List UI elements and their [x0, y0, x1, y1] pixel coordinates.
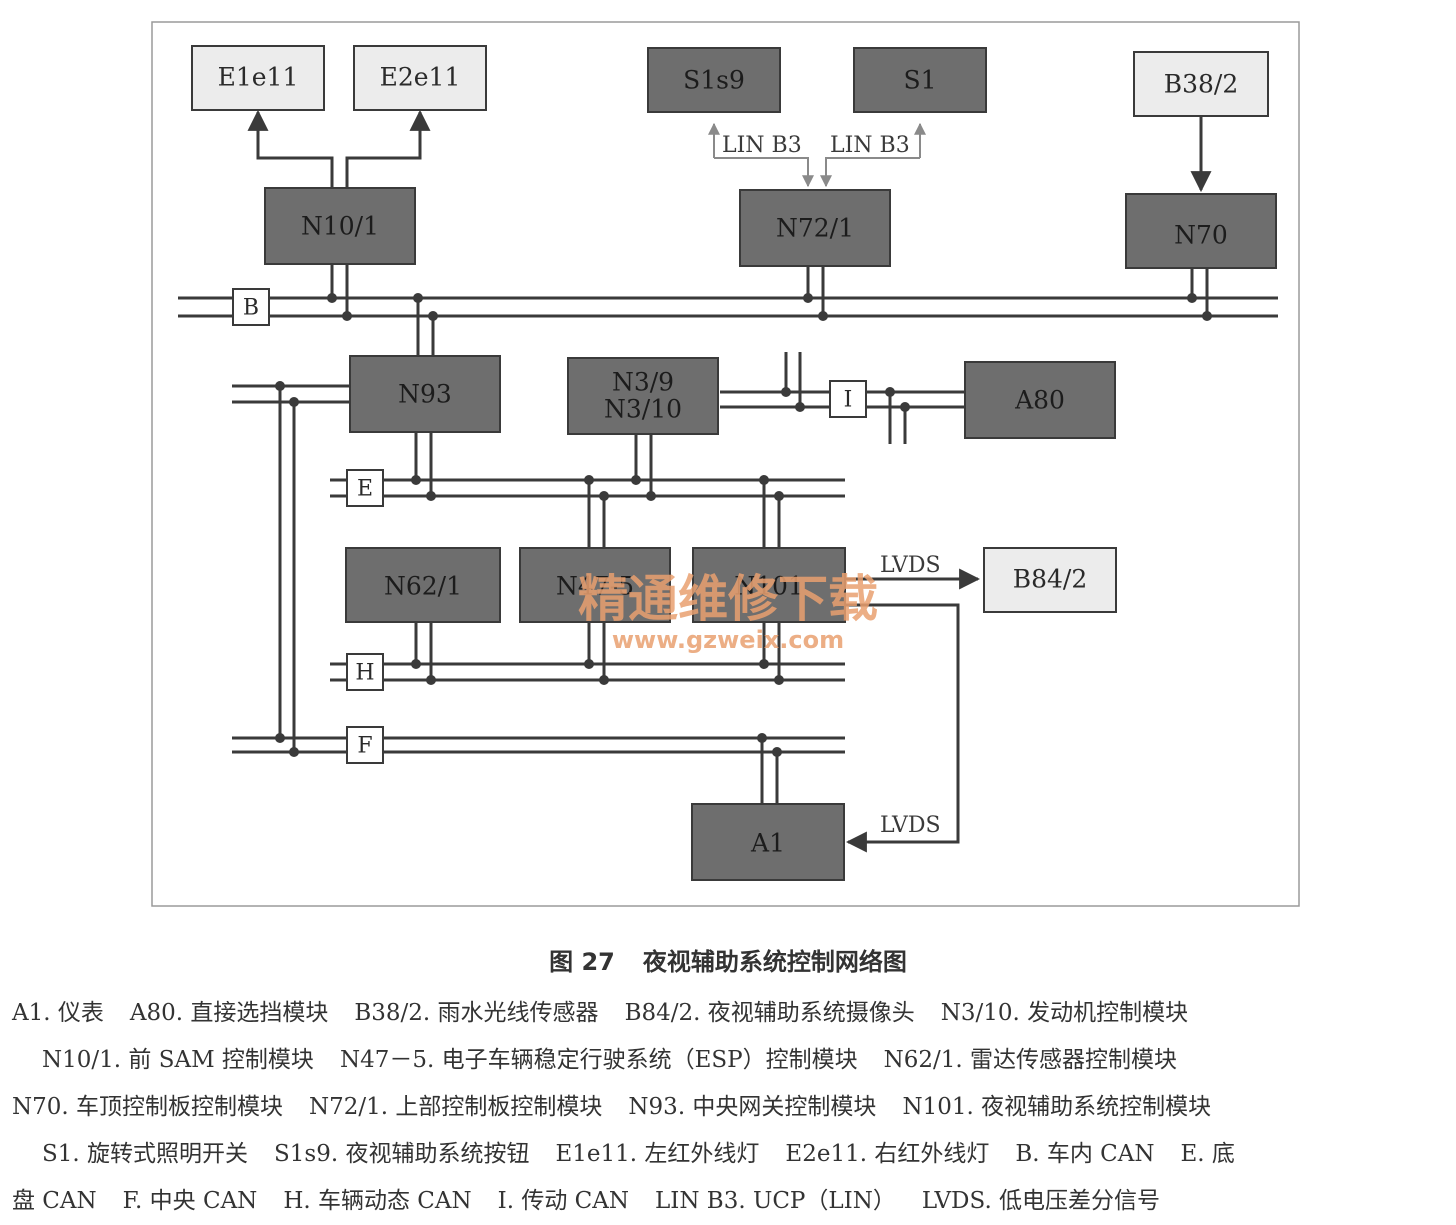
legend-item: 盘 CAN — [12, 1188, 97, 1214]
module-e1e11-label: E1e11 — [218, 63, 299, 92]
legend-item: H. 车辆动态 CAN — [283, 1188, 472, 1214]
legend-item: N10/1. 前 SAM 控制模块 — [42, 1047, 314, 1073]
module-n72-1-label: N72/1 — [776, 214, 854, 243]
lin-b3-label-left: LIN B3 — [722, 133, 802, 158]
watermark-url: www.gzweix.com — [612, 626, 844, 654]
legend-item: S1s9. 夜视辅助系统按钮 — [274, 1141, 530, 1167]
module-b84-2-label: B84/2 — [1013, 565, 1088, 594]
legend-item: LVDS. 低电压差分信号 — [921, 1188, 1161, 1214]
module-s1s9-label: S1s9 — [683, 66, 745, 95]
legend-item: S1. 旋转式照明开关 — [42, 1141, 249, 1167]
module-n101: N101 — [692, 547, 846, 623]
module-n47-5-label: N47-5 — [556, 572, 634, 601]
legend-line: N70. 车顶控制板控制模块 N72/1. 上部控制板控制模块 N93. 中央网关控… — [12, 1084, 1444, 1131]
module-e1e11: E1e11 — [191, 45, 325, 111]
legend-item: B. 车内 CAN — [1015, 1141, 1155, 1167]
module-b84-2: B84/2 — [983, 547, 1117, 613]
legend-item: I. 传动 CAN — [497, 1188, 629, 1214]
lin-b3-label-right: LIN B3 — [830, 133, 910, 158]
network-diagram: E1e11 E2e11 B38/2 B84/2 S1s9 S1 N10/1 — [151, 21, 1300, 907]
module-n10-1-label: N10/1 — [301, 212, 379, 241]
legend-item: A1. 仪表 — [12, 1000, 104, 1026]
legend-line: A1. 仪表 A80. 直接选挡模块 B38/2. 雨水光线传感器 B84/2. 夜视… — [12, 990, 1444, 1037]
module-a1-label: A1 — [750, 829, 785, 858]
legend-item: N47－5. 电子车辆稳定行驶系统（ESP）控制模块 — [339, 1047, 858, 1073]
watermark: 精通维修下载 www.gzweix.com — [578, 570, 878, 654]
legend-item: LIN B3. UCP（LIN） — [655, 1188, 896, 1214]
bus-label-h: H — [346, 653, 384, 691]
svg-text:H: H — [355, 661, 374, 686]
svg-text:I: I — [844, 388, 853, 413]
module-n3-10-label: N3/10 — [604, 395, 682, 424]
figure-number: 图 27 — [549, 948, 615, 976]
module-n93-label: N93 — [398, 380, 452, 409]
module-n93: N93 — [349, 355, 501, 433]
module-a1: A1 — [691, 803, 845, 881]
module-n62-1-label: N62/1 — [384, 572, 462, 601]
bus-b-lines — [178, 296, 1278, 318]
module-n10-1: N10/1 — [264, 187, 416, 265]
legend-item: N3/10. 发动机控制模块 — [940, 1000, 1189, 1026]
legend: A1. 仪表 A80. 直接选挡模块 B38/2. 雨水光线传感器 B84/2. 夜视… — [12, 990, 1444, 1225]
module-n70-label: N70 — [1174, 221, 1228, 250]
module-n72-1: N72/1 — [739, 189, 891, 267]
lvds-label-top: LVDS — [880, 553, 941, 578]
legend-item: E. 底 — [1180, 1141, 1235, 1167]
module-s1: S1 — [853, 47, 987, 113]
module-b38-2: B38/2 — [1133, 51, 1269, 117]
legend-line: S1. 旋转式照明开关 S1s9. 夜视辅助系统按钮 E1e11. 左红外线灯 E2e… — [12, 1131, 1444, 1178]
module-n47-5: N47-5 — [519, 547, 671, 623]
bus-f-lines — [232, 736, 845, 754]
module-a80: A80 — [964, 361, 1116, 439]
bus-label-i: I — [829, 380, 867, 418]
legend-item: B84/2. 夜视辅助系统摄像头 — [624, 1000, 915, 1026]
module-n3-9-n3-10: N3/9 N3/10 — [567, 357, 719, 435]
module-e2e11: E2e11 — [353, 45, 487, 111]
module-n62-1: N62/1 — [345, 547, 501, 623]
bus-label-b: B — [232, 288, 270, 326]
bus-label-e: E — [346, 469, 384, 507]
module-s1-label: S1 — [903, 66, 936, 95]
legend-item: A80. 直接选挡模块 — [129, 1000, 329, 1026]
module-a80-label: A80 — [1014, 386, 1065, 415]
legend-item: F. 中央 CAN — [122, 1188, 258, 1214]
svg-text:E: E — [357, 477, 373, 502]
watermark-text: 精通维修下载 — [578, 570, 878, 628]
legend-item: N93. 中央网关控制模块 — [628, 1094, 877, 1120]
module-n70: N70 — [1125, 193, 1277, 269]
junction-dots — [275, 293, 1212, 757]
lin-b3-links — [708, 122, 926, 188]
legend-line: N10/1. 前 SAM 控制模块 N47－5. 电子车辆稳定行驶系统（ESP）控… — [12, 1037, 1444, 1084]
legend-item: E1e11. 左红外线灯 — [555, 1141, 760, 1167]
svg-text:F: F — [357, 734, 372, 759]
figure-caption: 图 27 夜视辅助系统控制网络图 — [0, 942, 1456, 977]
legend-item: N101. 夜视辅助系统控制模块 — [902, 1094, 1212, 1120]
legend-item: N62/1. 雷达传感器控制模块 — [883, 1047, 1178, 1073]
module-e2e11-label: E2e11 — [380, 63, 461, 92]
legend-item: B38/2. 雨水光线传感器 — [354, 1000, 599, 1026]
bus-label-f: F — [346, 726, 384, 764]
diagram-frame — [151, 21, 1300, 907]
legend-item: N70. 车顶控制板控制模块 — [12, 1094, 284, 1120]
legend-item: N72/1. 上部控制板控制模块 — [309, 1094, 603, 1120]
module-s1s9: S1s9 — [647, 47, 781, 113]
module-n3-9-label: N3/9 — [612, 368, 674, 397]
svg-text:B: B — [243, 296, 259, 321]
legend-item: E2e11. 右红外线灯 — [785, 1141, 990, 1167]
module-n101-label: N101 — [734, 572, 804, 601]
module-b38-2-label: B38/2 — [1164, 70, 1239, 99]
lvds-label-bottom: LVDS — [880, 813, 941, 838]
figure-title: 夜视辅助系统控制网络图 — [642, 948, 907, 976]
legend-line: 盘 CAN F. 中央 CAN H. 车辆动态 CAN I. 传动 CAN LIN B3… — [12, 1178, 1444, 1225]
